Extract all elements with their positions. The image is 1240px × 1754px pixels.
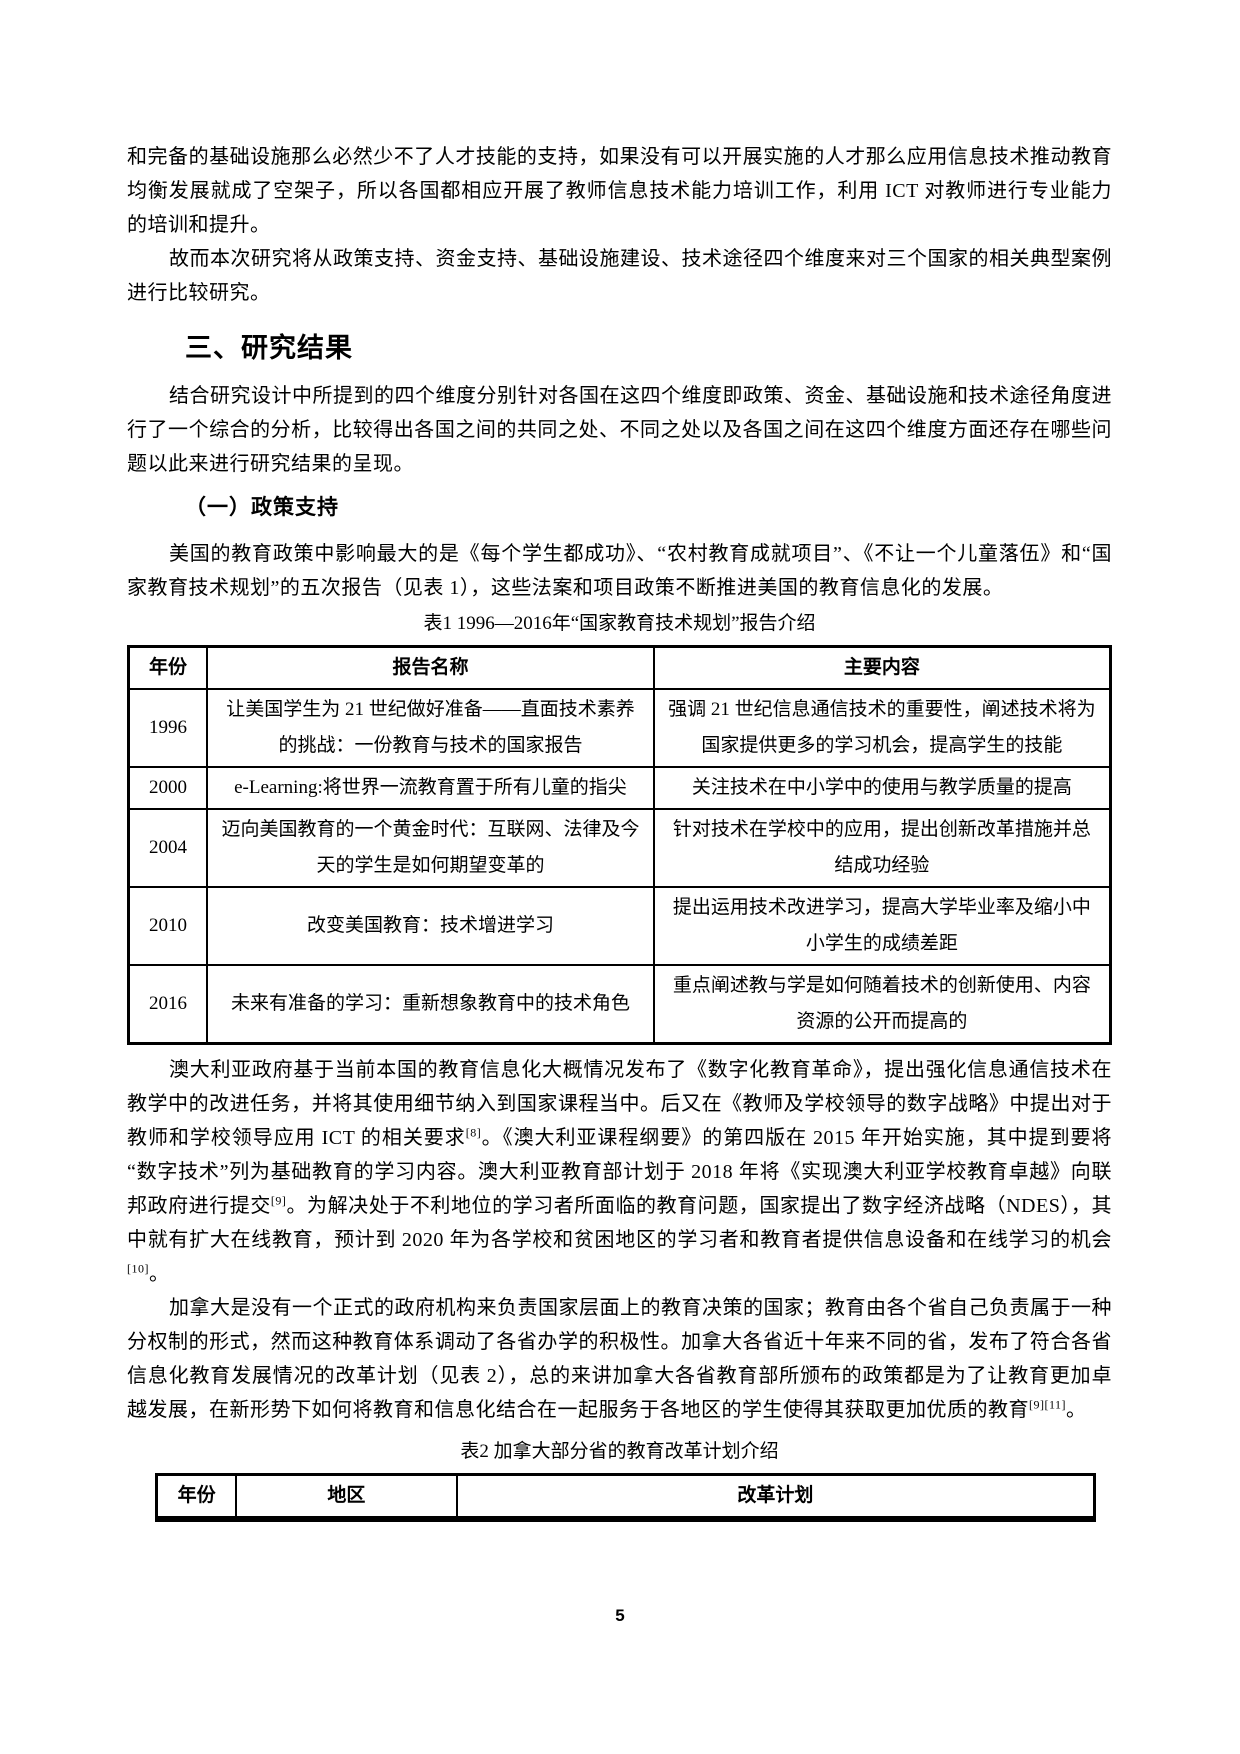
- subsection-heading-policy-support: （一）政策支持: [185, 496, 339, 519]
- cell-year: 2016: [127, 964, 209, 1045]
- table2-canada-reform-plans: 年份 地区 改革计划: [155, 1473, 1096, 1522]
- cell-report-name: 改变美国教育：技术增进学习: [206, 886, 655, 966]
- cell-year: 2010: [127, 886, 209, 966]
- table1-caption: 表1 1996—2016年“国家教育技术规划”报告介绍: [423, 613, 816, 634]
- paragraph-us-policy: 美国的教育政策中影响最大的是《每个学生都成功》、“农村教育成就项目”、《不让一个…: [127, 543, 1112, 599]
- paragraph-infrastructure-talent: 和完备的基础设施那么必然少不了人才技能的支持，如果没有可以开展实施的人才那么应用…: [127, 146, 1112, 236]
- table2-caption: 表2 加拿大部分省的教育改革计划介绍: [460, 1441, 779, 1462]
- cell-main-content: 提出运用技术改进学习，提高大学毕业率及缩小中小学生的成绩差距: [652, 886, 1112, 966]
- page-number: 5: [615, 1606, 625, 1625]
- table1-header-row: 年份 报告名称 主要内容: [127, 645, 1112, 690]
- paragraph-canada-policy: 加拿大是没有一个正式的政府机构来负责国家层面上的教育决策的国家；教育由各个省自己…: [127, 1297, 1112, 1421]
- cell-report-name: 让美国学生为 21 世纪做好准备——直面技术素养的挑战：一份教育与技术的国家报告: [206, 688, 655, 768]
- cell-report-name: 迈向美国教育的一个黄金时代：互联网、法律及今天的学生是如何期望变革的: [206, 808, 655, 888]
- cell-report-name: 未来有准备的学习：重新想象教育中的技术角色: [206, 964, 655, 1045]
- citation-superscript: [9]: [1029, 1397, 1045, 1412]
- cell-year: 1996: [127, 688, 209, 768]
- table1-header-year: 年份: [127, 645, 209, 690]
- cell-year: 2004: [127, 808, 209, 888]
- citation-superscript: [8]: [465, 1125, 482, 1140]
- citation-superscript: [10]: [127, 1261, 149, 1276]
- cell-report-name: e-Learning:将世界一流教育置于所有儿童的指尖: [206, 766, 655, 810]
- table2-header-row: 年份 地区 改革计划: [155, 1473, 1096, 1520]
- table2-header-year: 年份: [155, 1473, 238, 1520]
- table1-header-main-content: 主要内容: [652, 645, 1112, 690]
- cell-year: 2000: [127, 766, 209, 810]
- cell-main-content: 关注技术在中小学中的使用与教学质量的提高: [652, 766, 1112, 810]
- cell-main-content: 强调 21 世纪信息通信技术的重要性，阐述技术将为国家提供更多的学习机会，提高学…: [652, 688, 1112, 768]
- section-heading-research-results: 三、研究结果: [185, 333, 353, 363]
- table1-header-report-name: 报告名称: [206, 645, 655, 690]
- cell-main-content: 重点阐述教与学是如何随着技术的创新使用、内容资源的公开而提高的: [652, 964, 1112, 1045]
- table2-header-region: 地区: [235, 1473, 458, 1520]
- paragraph-australia-policy: 澳大利亚政府基于当前本国的教育信息化大概情况发布了《数字化教育革命》，提出强化信…: [127, 1059, 1113, 1285]
- cell-main-content: 针对技术在学校中的应用，提出创新改革措施并总结成功经验: [652, 808, 1112, 888]
- table2-header-reform-plan: 改革计划: [455, 1473, 1096, 1520]
- citation-superscript: [9]: [270, 1193, 287, 1208]
- paragraph-analysis-overview: 结合研究设计中所提到的四个维度分别针对各国在这四个维度即政策、资金、基础设施和技…: [127, 385, 1112, 475]
- paragraph-four-dimensions: 故而本次研究将从政策支持、资金支持、基础设施建设、技术途径四个维度来对三个国家的…: [127, 248, 1112, 304]
- citation-superscript: [11]: [1044, 1397, 1067, 1412]
